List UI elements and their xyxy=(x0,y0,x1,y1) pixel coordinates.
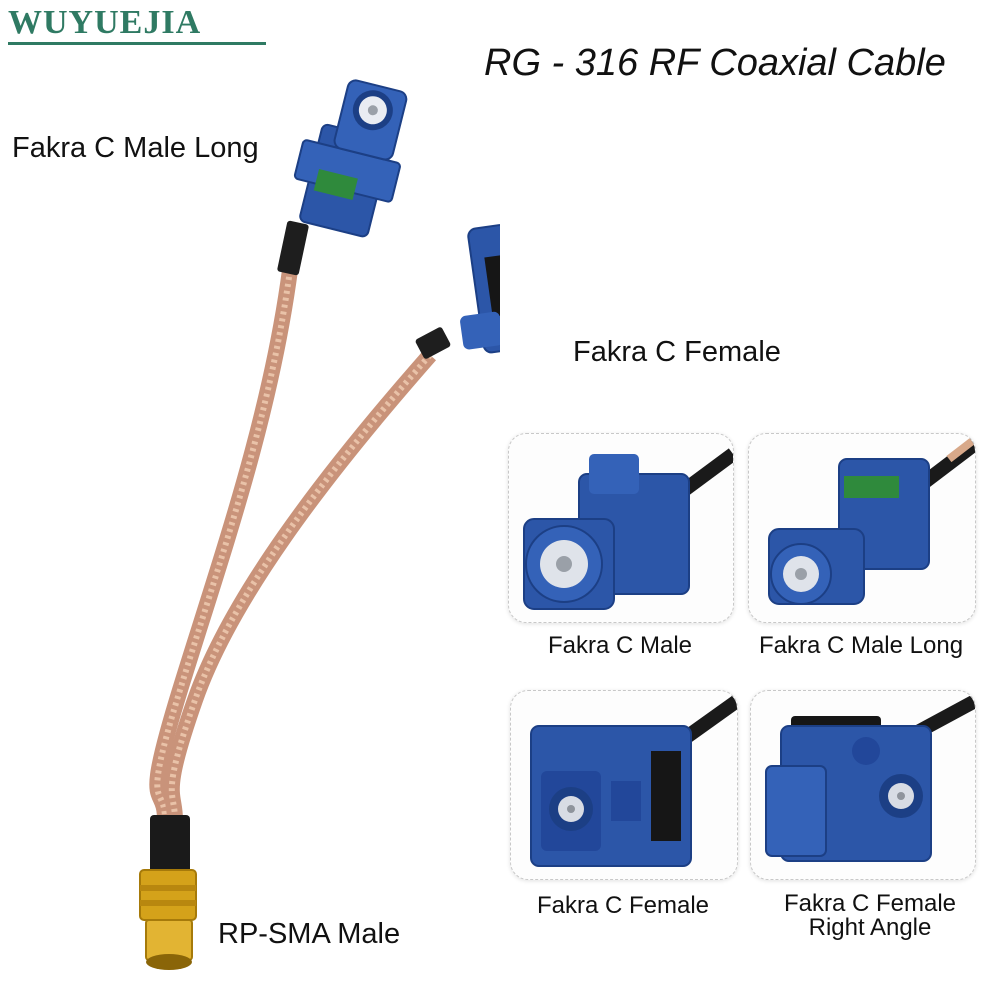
caption-fakra-c-male-long: Fakra C Male Long xyxy=(758,632,964,659)
fakra-female-image xyxy=(530,695,737,867)
brand-logo: WUYUEJIA xyxy=(8,4,202,41)
caption-line-2: Right Angle xyxy=(808,914,932,941)
y-cable-product-image xyxy=(139,79,500,970)
panel-fakra-c-female-right-angle xyxy=(750,690,976,880)
caption-fakra-c-female-right-angle: Fakra C Female Right Angle xyxy=(750,892,990,940)
caption-line-1: Fakra C Female xyxy=(783,890,957,917)
fakra-female-right-angle-image xyxy=(765,694,975,862)
fakra-female-connector xyxy=(460,210,500,354)
label-fakra-c-female: Fakra C Female xyxy=(573,336,781,368)
panel-fakra-c-female xyxy=(510,690,738,880)
label-fakra-c-male-long: Fakra C Male Long xyxy=(12,132,259,164)
label-rp-sma-male: RP-SMA Male xyxy=(218,918,401,950)
rp-sma-male-connector xyxy=(139,815,197,970)
fakra-male-long-connector xyxy=(293,79,408,238)
fakra-male-long-image xyxy=(768,435,975,605)
panel-fakra-c-male-long xyxy=(748,433,976,623)
caption-fakra-c-female: Fakra C Female xyxy=(536,892,710,919)
caption-fakra-c-male: Fakra C Male xyxy=(547,632,693,659)
brand-underline xyxy=(8,42,266,45)
page-title: RG - 316 RF Coaxial Cable xyxy=(484,42,946,84)
panel-fakra-c-male xyxy=(508,433,734,623)
fakra-male-image xyxy=(523,448,733,610)
